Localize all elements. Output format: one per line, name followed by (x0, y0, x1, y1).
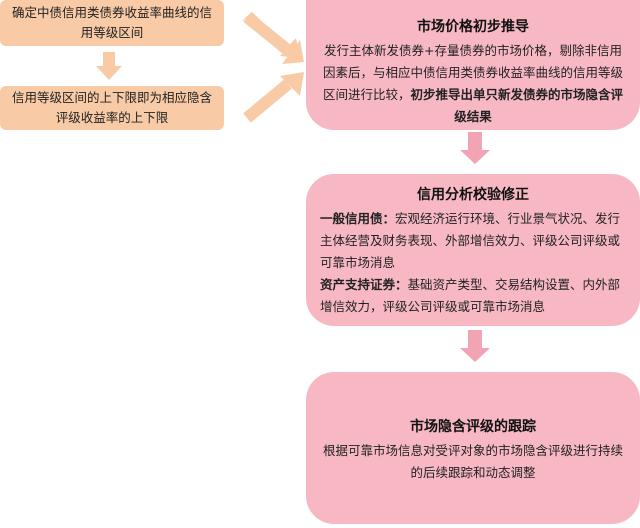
step-credit-analysis-abs: 资产支持证券：基础资产类型、交易结构设置、内外部增信效力，评级公司评级或可靠市场… (320, 274, 626, 318)
step-market-price-title: 市场价格初步推导 (417, 19, 529, 35)
abs-text: 基础资产类型、交易结构设置、内外部增信效力，评级公司评级或可靠市场消息 (320, 277, 621, 314)
arrow-down-left (96, 52, 122, 80)
step-market-price-text: 发行主体新发债券+存量债券的市场价格，剔除非信用因素后，与相应中债信用类债券收益… (322, 43, 623, 102)
step-credit-analysis: 信用分析校验修正 一般信用债：宏观经济运行环境、行业景气状况、发行主体经营及财务… (306, 174, 640, 326)
arrow-diagonal-down (240, 12, 304, 64)
left-box-range-limits-text: 信用等级区间的上下限即为相应隐含评级收益率的上下限 (11, 90, 212, 125)
step-tracking: 市场隐含评级的跟踪 根据可靠市场信息对受评对象的市场隐含评级进行持续的后续跟踪和… (306, 372, 640, 524)
step-market-price-body: 发行主体新发债券+存量债券的市场价格，剔除非信用因素后，与相应中债信用类债券收益… (320, 40, 626, 128)
step-tracking-text: 根据可靠市场信息对受评对象的市场隐含评级进行持续的后续跟踪和动态调整 (322, 443, 623, 480)
left-box-curve-range-text: 确定中债信用类债券收益率曲线的信用等级区间 (11, 5, 212, 40)
step-credit-analysis-title: 信用分析校验修正 (417, 187, 529, 203)
arrow-down-1 (460, 132, 490, 164)
step-credit-analysis-general: 一般信用债：宏观经济运行环境、行业景气状况、发行主体经营及财务表现、外部增信效力… (320, 208, 626, 274)
arrow-diagonal-up (243, 72, 304, 123)
left-box-range-limits: 信用等级区间的上下限即为相应隐含评级收益率的上下限 (0, 86, 224, 130)
general-credit-text: 宏观经济运行环境、行业景气状况、发行主体经营及财务表现、外部增信效力、评级公司评… (320, 211, 621, 270)
general-credit-label: 一般信用债： (320, 211, 396, 226)
step-market-price-highlight: 初步推导出单只新发债券的市场隐含评级结果 (410, 87, 624, 124)
step-tracking-title: 市场隐含评级的跟踪 (410, 419, 536, 435)
arrow-down-2 (460, 330, 490, 362)
step-market-price: 市场价格初步推导 发行主体新发债券+存量债券的市场价格，剔除非信用因素后，与相应… (306, 0, 640, 130)
abs-label: 资产支持证券： (320, 277, 408, 292)
left-box-curve-range: 确定中债信用类债券收益率曲线的信用等级区间 (0, 0, 224, 46)
